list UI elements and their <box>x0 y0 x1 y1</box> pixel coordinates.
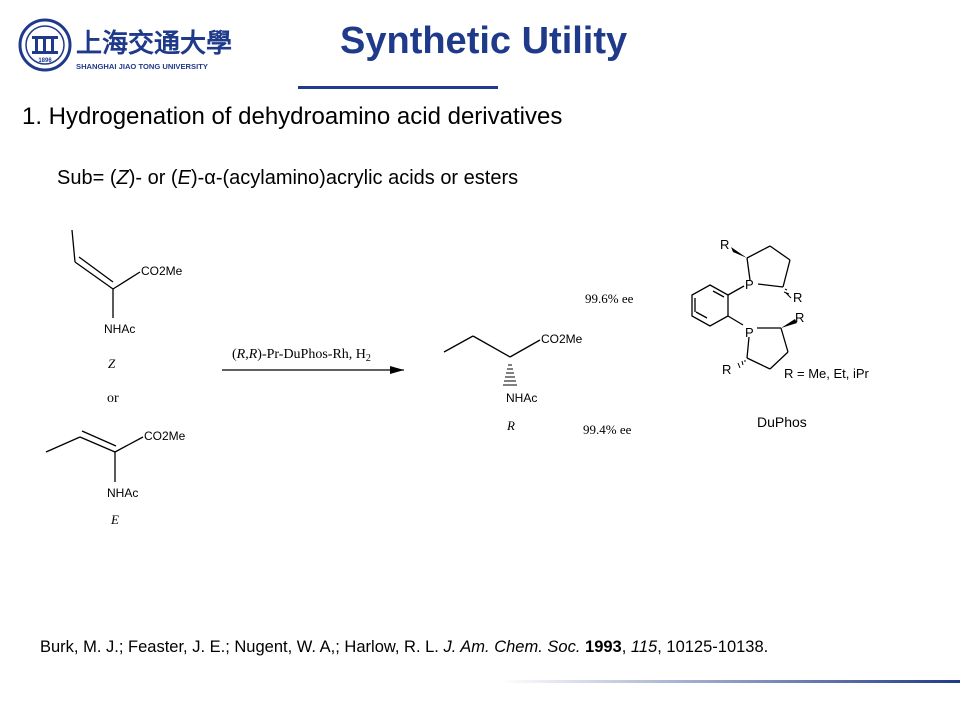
page-title: Synthetic Utility <box>340 20 628 62</box>
e-amide-label: NHAc <box>107 486 138 500</box>
university-logo: 1896 上海交通大學 SHANGHAI JIAO TONG UNIVERSIT… <box>18 18 232 72</box>
ligand-r-3: R <box>795 310 804 325</box>
ligand-p-2: P <box>745 325 754 340</box>
ligand-p-1: P <box>745 277 754 292</box>
z-amide-label: NHAc <box>104 322 135 336</box>
or-label: or <box>107 391 119 406</box>
reaction-conditions: (R,R)-Pr-DuPhos-Rh, H2 <box>232 347 371 364</box>
ligand-r-definition: R = Me, Et, iPr <box>784 366 870 381</box>
reaction-scheme: CO2Me NHAc Z or CO2Me NHAc E (R,R)-Pr-Du… <box>45 229 870 527</box>
substrate-description: Sub= (Z)- or (E)-α-(acylamino)acrylic ac… <box>57 167 519 189</box>
footer-rule <box>500 680 960 683</box>
logo-english-name: SHANGHAI JIAO TONG UNIVERSITY <box>76 62 208 71</box>
ligand-r-1: R <box>720 237 729 252</box>
ee-bottom: 99.4% ee <box>583 422 632 437</box>
title-underline <box>298 86 498 89</box>
ligand-r-2: R <box>793 290 802 305</box>
reference-citation: Burk, M. J.; Feaster, J. E.; Nugent, W. … <box>40 638 769 656</box>
e-ester-label: CO2Me <box>144 429 186 443</box>
section-heading: 1. Hydrogenation of dehydroamino acid de… <box>22 103 563 130</box>
ee-top: 99.6% ee <box>585 291 634 306</box>
ligand-name: DuPhos <box>757 414 807 430</box>
logo-year: 1896 <box>38 58 52 64</box>
z-isomer-label: Z <box>108 356 116 371</box>
z-ester-label: CO2Me <box>141 264 183 278</box>
e-isomer-label: E <box>110 512 119 527</box>
logo-chinese-name: 上海交通大學 <box>76 28 232 58</box>
ligand-r-4: R <box>722 362 731 377</box>
product-amide-label: NHAc <box>506 391 537 405</box>
product-ester-label: CO2Me <box>541 332 583 346</box>
product-config-label: R <box>506 418 515 433</box>
